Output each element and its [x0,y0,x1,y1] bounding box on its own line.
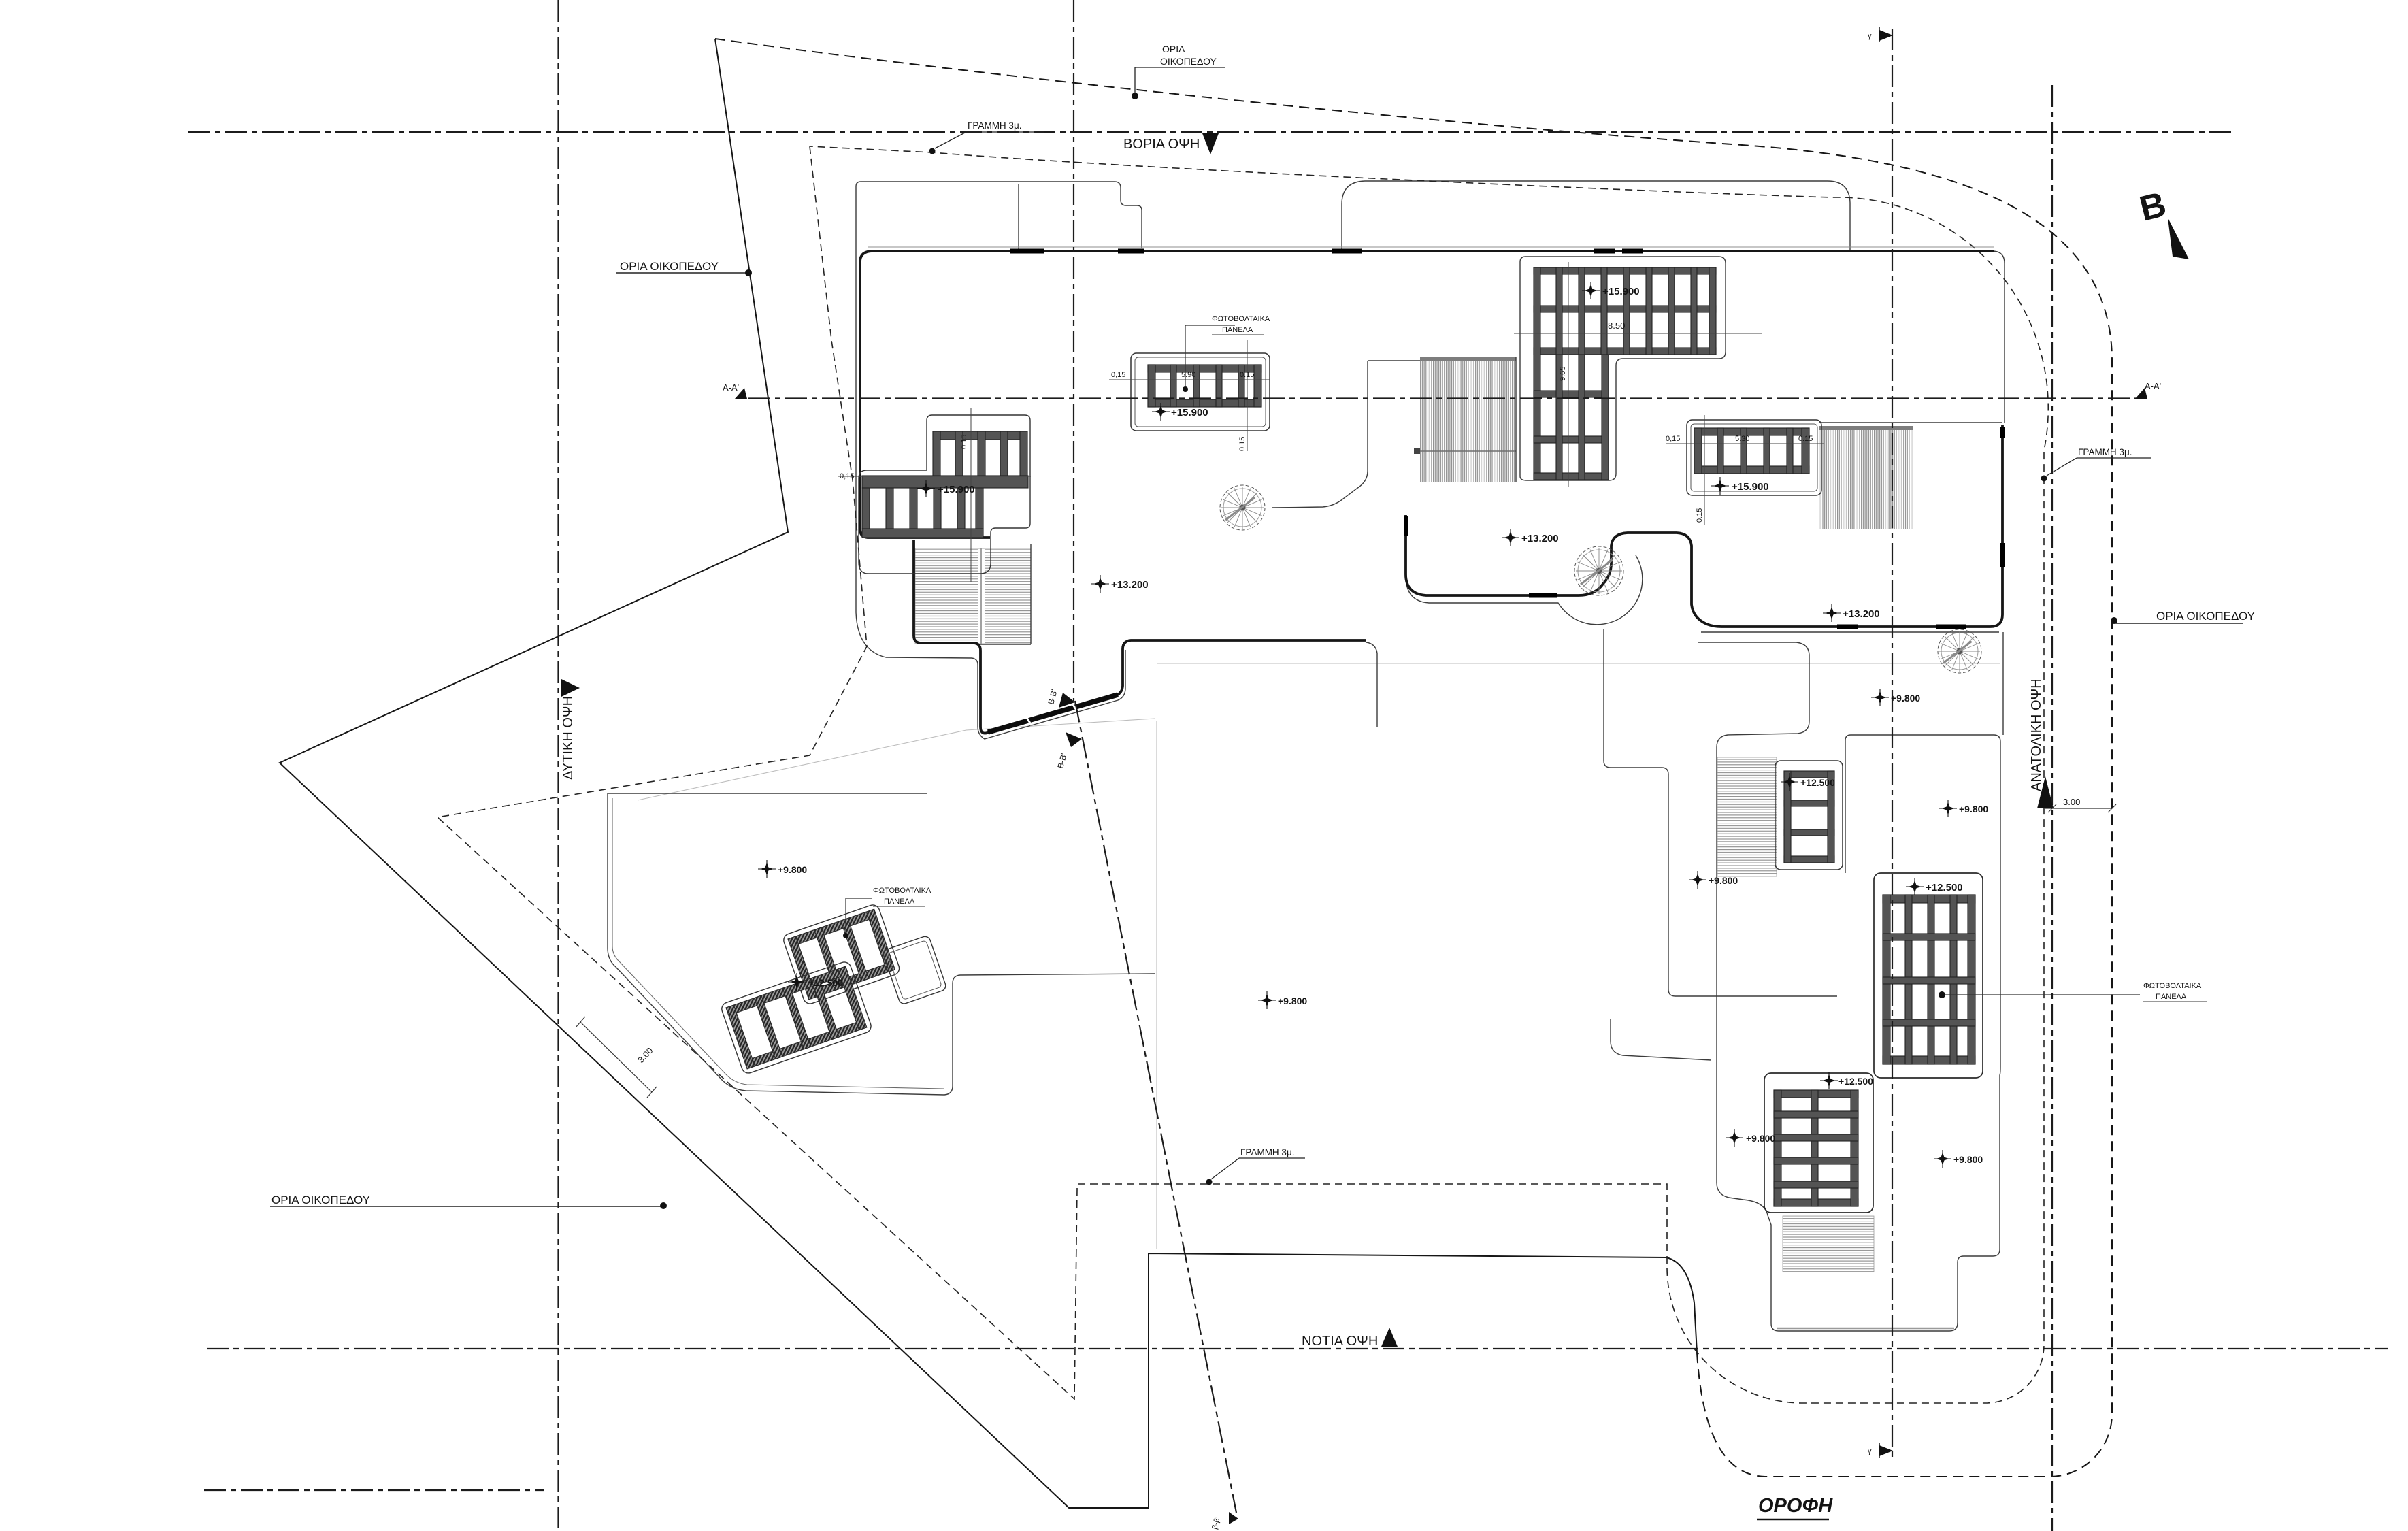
svg-text:β-β': β-β' [1210,1516,1221,1530]
svg-text:γ: γ [1868,1447,1872,1455]
svg-text:+12.500: +12.500 [808,977,843,988]
svg-text:+15.900: +15.900 [1602,286,1640,297]
svg-text:+12.500: +12.500 [1838,1076,1873,1087]
svg-text:ΟΡΟΦΗ: ΟΡΟΦΗ [1758,1495,1833,1517]
svg-text:+15.900: +15.900 [1171,407,1208,418]
svg-text:3.00: 3.00 [2063,797,2080,807]
svg-text:+9.800: +9.800 [1959,804,1988,814]
svg-text:0,15: 0,15 [1666,435,1680,443]
svg-text:γ: γ [1868,32,1872,40]
svg-text:ΦΩΤΟΒΟΛΤΑΙΚΑ: ΦΩΤΟΒΟΛΤΑΙΚΑ [2143,982,2202,990]
svg-text:8.50: 8.50 [1608,320,1625,331]
svg-text:+13.200: +13.200 [1843,608,1880,620]
svg-text:+12.500: +12.500 [1800,777,1835,788]
svg-text:ΓΡΑΜΜΗ 3μ.: ΓΡΑΜΜΗ 3μ. [2078,447,2132,457]
svg-text:+9.800: +9.800 [1278,995,1307,1006]
svg-text:ΓΡΑΜΜΗ 3μ.: ΓΡΑΜΜΗ 3μ. [1240,1147,1294,1157]
svg-text:A-A': A-A' [2145,381,2161,391]
svg-text:ΒΟΡΙΑ ΟΨΗ: ΒΟΡΙΑ ΟΨΗ [1123,137,1200,152]
svg-text:+9.800: +9.800 [1746,1133,1775,1144]
svg-text:ΟΡΙΑ: ΟΡΙΑ [1162,44,1185,54]
svg-text:+9.800: +9.800 [1953,1154,1983,1165]
svg-text:0,15: 0,15 [840,472,854,480]
svg-text:ΓΡΑΜΜΗ 3μ.: ΓΡΑΜΜΗ 3μ. [968,120,1021,131]
svg-text:ΠΑΝΕΛΑ: ΠΑΝΕΛΑ [884,898,915,906]
svg-text:5.30: 5.30 [1735,435,1749,443]
svg-text:+15.900: +15.900 [938,484,975,495]
svg-text:ΦΩΤΟΒΟΛΤΑΙΚΑ: ΦΩΤΟΒΟΛΤΑΙΚΑ [873,887,931,895]
svg-text:ΔΥΤΙΚΗ ΟΨΗ: ΔΥΤΙΚΗ ΟΨΗ [561,696,576,780]
svg-text:A-A': A-A' [723,382,739,393]
svg-text:0.15: 0.15 [1798,435,1813,443]
svg-text:B-B': B-B' [1055,753,1068,770]
svg-text:ΟΡΙΑ ΟΙΚΟΠΕΔΟΥ: ΟΡΙΑ ΟΙΚΟΠΕΔΟΥ [271,1193,370,1206]
svg-text:0.15: 0.15 [960,435,968,449]
svg-text:ΟΡΙΑ ΟΙΚΟΠΕΔΟΥ: ΟΡΙΑ ΟΙΚΟΠΕΔΟΥ [620,260,719,273]
svg-text:+9.800: +9.800 [778,864,807,875]
svg-text:+9.800: +9.800 [1891,693,1920,704]
svg-text:+9.800: +9.800 [1709,875,1738,886]
svg-text:0,15: 0,15 [1111,371,1125,379]
svg-text:9.65: 9.65 [1559,367,1567,381]
svg-text:+13.200: +13.200 [1111,579,1149,591]
svg-text:ΑΝΑΤΟΛΙΚΗ ΟΨΗ: ΑΝΑΤΟΛΙΚΗ ΟΨΗ [2029,678,2044,791]
svg-text:+12.500: +12.500 [1926,882,1963,893]
svg-text:+15.900: +15.900 [1732,481,1769,493]
svg-text:B-B': B-B' [1046,689,1059,706]
svg-text:5.90: 5.90 [1181,371,1195,379]
svg-text:ΟΡΙΑ ΟΙΚΟΠΕΔΟΥ: ΟΡΙΑ ΟΙΚΟΠΕΔΟΥ [2156,610,2255,623]
svg-text:0.15: 0.15 [1696,508,1704,523]
svg-text:ΟΙΚΟΠΕΔΟΥ: ΟΙΚΟΠΕΔΟΥ [1160,56,1217,67]
svg-text:ΠΑΝΕΛΑ: ΠΑΝΕΛΑ [2156,993,2187,1001]
svg-text:ΝΟΤΙΑ ΟΨΗ: ΝΟΤΙΑ ΟΨΗ [1302,1334,1378,1349]
svg-text:0.15: 0.15 [1240,371,1254,379]
svg-text:0.15: 0.15 [1238,437,1247,451]
svg-text:ΦΩΤΟΒΟΛΤΑΙΚΑ: ΦΩΤΟΒΟΛΤΑΙΚΑ [1212,315,1270,323]
svg-text:+13.200: +13.200 [1521,533,1559,544]
svg-text:ΠΑΝΕΛΑ: ΠΑΝΕΛΑ [1222,326,1253,334]
